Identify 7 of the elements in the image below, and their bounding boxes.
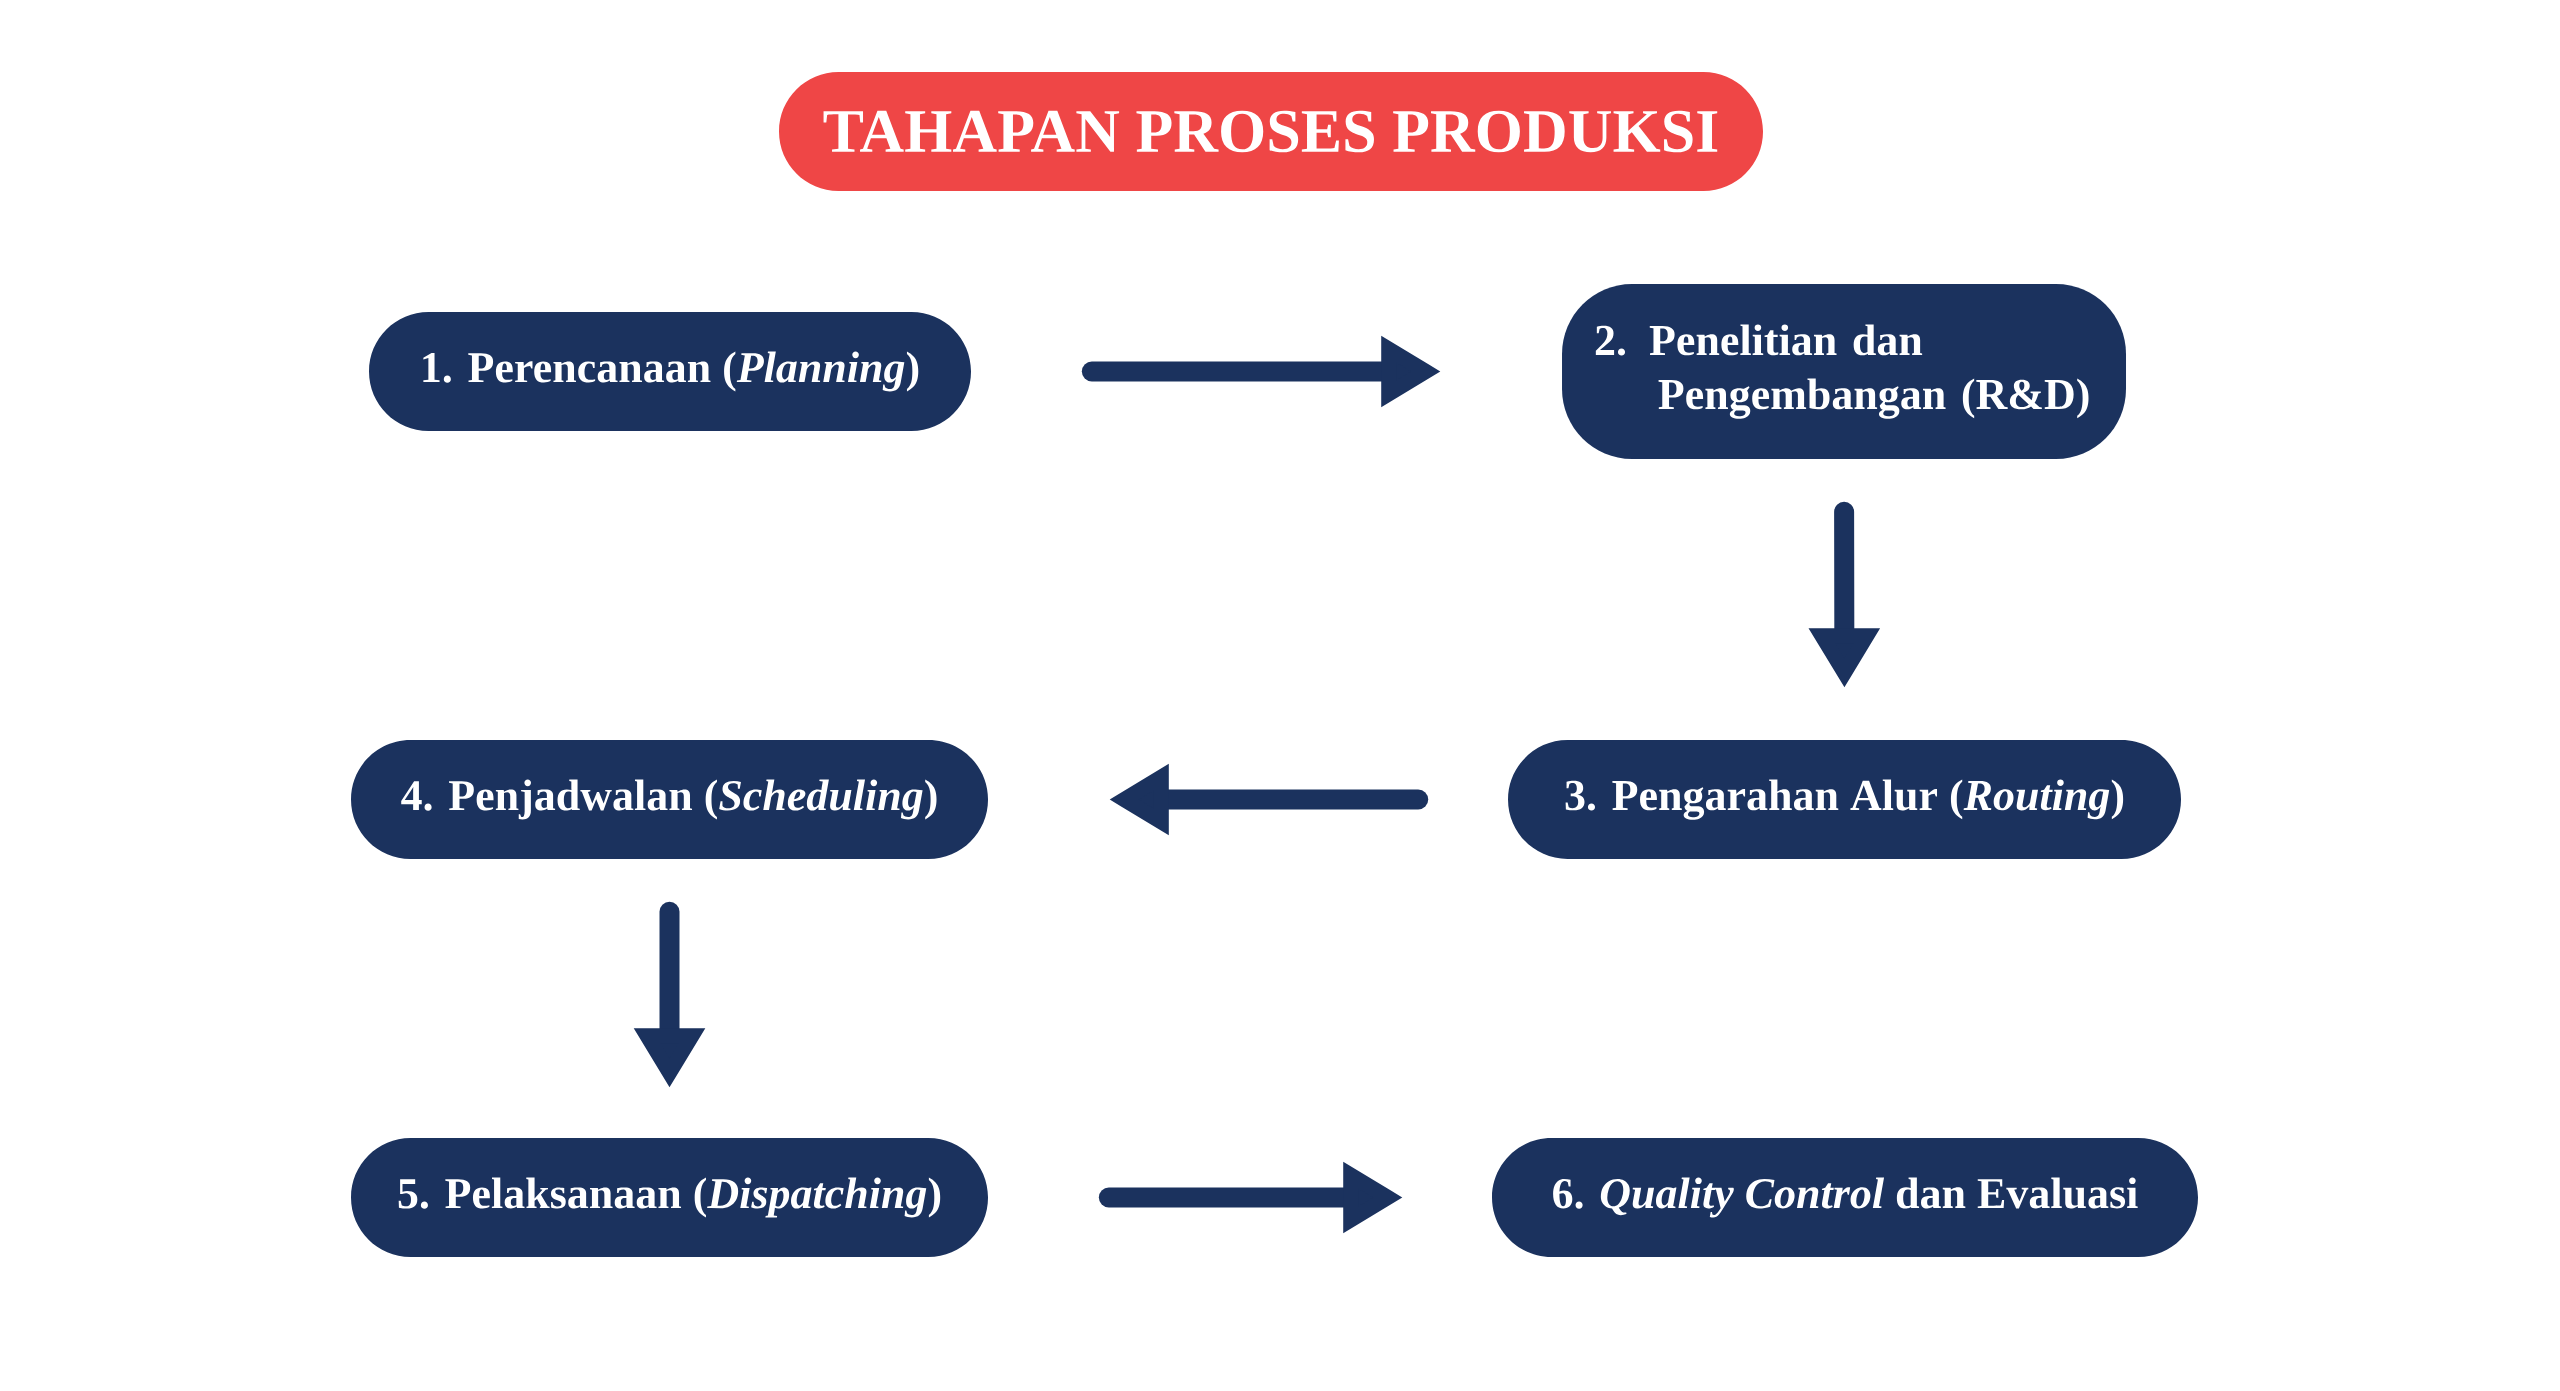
process-box: 4. Penjadwalan (Scheduling) (351, 740, 988, 859)
process-box: 5. Pelaksanaan (Dispatching) (351, 1138, 988, 1257)
process-box: 2. Penelitian dan Pengembangan (R&D) (1562, 284, 2126, 459)
process-box: 1. Perencanaan (Planning) (369, 312, 971, 431)
process-box: 3. Pengarahan Alur (Routing) (1508, 740, 2181, 859)
title-banner: TAHAPAN PROSES PRODUKSI (779, 72, 1763, 191)
process-box: 6. Quality Control dan Evaluasi (1492, 1138, 2198, 1257)
